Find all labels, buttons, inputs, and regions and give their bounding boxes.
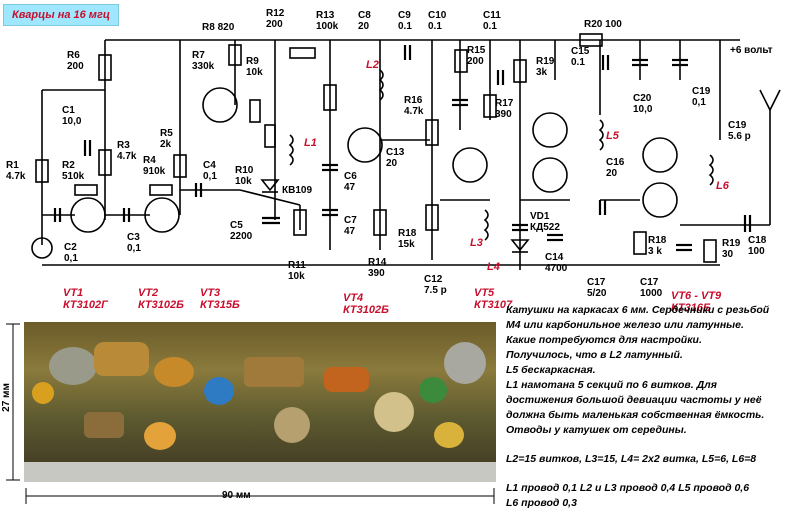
width-dimension [25, 488, 495, 504]
label-l6: L6 [716, 180, 729, 192]
note-line: L1 намотана 5 секций по 6 витков. Для [506, 379, 717, 391]
label-r20: R20 100 [584, 19, 622, 30]
label-l1: L1 [304, 137, 317, 149]
notes: Катушки на каркасах 6 мм. Сердечники с р… [506, 303, 802, 511]
note-line: достижения большой девиации частоты у не… [506, 394, 762, 406]
note-line: L6 провод 0,3 [506, 497, 577, 509]
note-line: М4 или карбонильное железо или латунные. [506, 319, 744, 331]
note-line [506, 467, 802, 481]
label-l4: L4 [487, 261, 500, 273]
label-kb109: КВ109 [282, 185, 313, 196]
note-line: должна быть маленькая собственная ёмкост… [506, 409, 765, 421]
label-r8: R8 820 [202, 22, 235, 33]
note-line: Получилось, что в L2 латунный. [506, 349, 683, 361]
note-line: Какие потребуются для настройки. [506, 334, 702, 346]
note-line: L1 провод 0,1 L2 и L3 провод 0,4 L5 пров… [506, 482, 750, 494]
board-photo [24, 322, 496, 482]
supply-label: +6 вольт [730, 45, 773, 56]
schematic-title: Кварцы на 16 мгц [3, 4, 119, 26]
height-label: 27 мм [0, 383, 12, 412]
note-line: L5 бескаркасная. [506, 364, 596, 376]
label-l2: L2 [366, 59, 379, 71]
label-l3: L3 [470, 237, 483, 249]
width-label: 90 мм [222, 490, 251, 501]
height-dimension [6, 323, 20, 481]
note-line: Катушки на каркасах 6 мм. Сердечники с р… [506, 304, 770, 316]
label-l5: L5 [606, 130, 619, 142]
note-line: L2=15 витков, L3=15, L4= 2х2 витка, L5=6… [506, 453, 757, 465]
schematic-diagram [31, 33, 781, 270]
note-line: Отводы у катушек от середины. [506, 424, 687, 436]
note-line [506, 438, 802, 452]
